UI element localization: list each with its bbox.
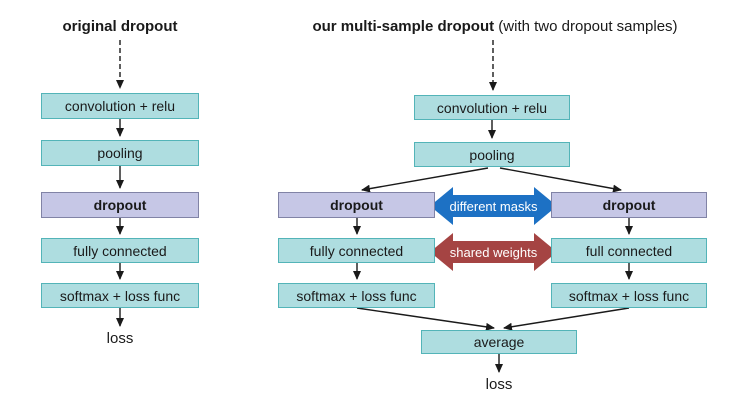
box-convolution-relu-left: convolution + relu: [41, 93, 199, 119]
arrow-softmax-average-b: [503, 307, 630, 331]
box-pooling-right: pooling: [414, 142, 570, 167]
right-title-bold: our multi-sample dropout: [312, 18, 495, 35]
box-softmax-branch-b: softmax + loss func: [551, 283, 707, 308]
box-dropout-branch-b: dropout: [551, 192, 707, 218]
box-dropout-branch-a: dropout: [278, 192, 435, 218]
box-dropout-left: dropout: [41, 192, 199, 218]
shared-weights-label: shared weights: [449, 245, 538, 260]
right-title-rest: (with two dropout samples): [498, 18, 678, 35]
box-softmax-branch-a: softmax + loss func: [278, 283, 435, 308]
arrow-pool-dropout-b: [499, 167, 622, 193]
box-softmax-left: softmax + loss func: [41, 283, 199, 308]
loss-label-right: loss: [485, 376, 513, 393]
box-fully-connected-branch-a: fully connected: [278, 238, 435, 263]
box-convolution-relu-right: convolution + relu: [414, 95, 570, 120]
arrow-pool-dropout-a: [361, 167, 489, 193]
box-pooling-left: pooling: [41, 140, 199, 166]
left-diagram-title: original dropout: [62, 18, 178, 35]
arrow-softmax-average-a: [356, 307, 495, 331]
box-average: average: [421, 330, 577, 354]
loss-label-left: loss: [106, 330, 134, 347]
right-diagram-title: our multi-sample dropout (with two dropo…: [253, 18, 737, 35]
box-fully-connected-left: fully connected: [41, 238, 199, 263]
box-full-connected-branch-b: full connected: [551, 238, 707, 263]
different-masks-label: different masks: [449, 199, 538, 214]
